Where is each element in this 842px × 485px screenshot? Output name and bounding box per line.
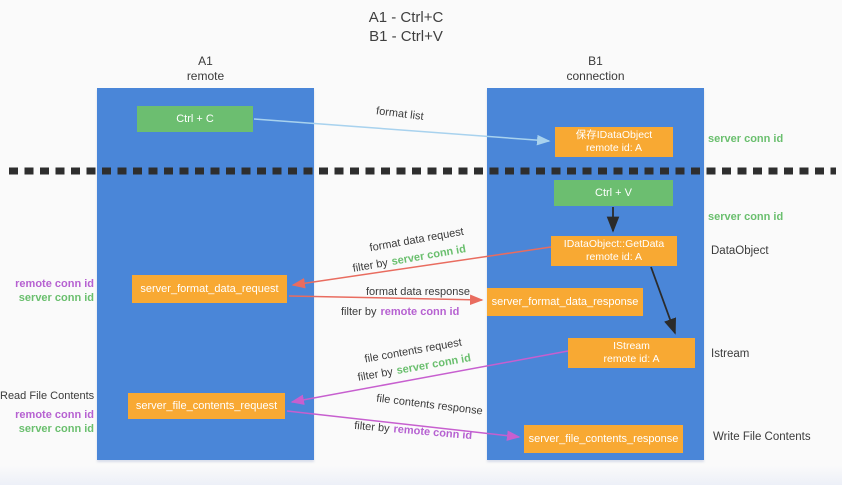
remote-conn-id-text: remote conn id xyxy=(393,423,473,443)
server-file-contents-response-node: server_file_contents_response xyxy=(524,425,683,453)
diagram-title: A1 - Ctrl+C B1 - Ctrl+V xyxy=(0,8,812,46)
conn-id-annotation-format: remote conn id server conn id xyxy=(0,278,94,305)
getdata-node: IDataObject::GetData remote id: A xyxy=(551,236,677,266)
server-file-contents-request-node: server_file_contents_request xyxy=(128,393,285,419)
filter-by-text: filter by xyxy=(341,306,377,318)
column-b1-id: B1 xyxy=(588,54,603,68)
istream-annotation: Istream xyxy=(711,348,750,360)
file-contents-response-label: file contents response xyxy=(376,393,484,418)
file-contents-response-text: file contents response xyxy=(375,392,484,418)
ctrl-c-node: Ctrl + C xyxy=(137,106,253,132)
filter-by-text: filter by xyxy=(353,419,391,435)
conn-id-annotation-file: remote conn id server conn id xyxy=(0,409,94,436)
remote-conn-id-text: remote conn id xyxy=(15,409,94,421)
format-list-text: format list xyxy=(375,105,425,123)
column-a1-id: A1 xyxy=(198,54,213,68)
server-format-data-request-label: server_format_data_request xyxy=(140,282,279,295)
ctrl-v-node: Ctrl + V xyxy=(554,180,673,206)
title-line-2: B1 - Ctrl+V xyxy=(369,28,443,45)
file-response-filter-label: filter by remote conn id xyxy=(354,420,473,442)
server-conn-id-annotation-1: server conn id xyxy=(708,133,784,145)
write-file-contents-annotation: Write File Contents xyxy=(713,431,811,443)
server-format-data-request-node: server_format_data_request xyxy=(132,275,287,303)
column-b1-subtitle: connection xyxy=(566,69,625,83)
format-list-label: format list xyxy=(375,105,424,123)
format-data-response-label: format data response xyxy=(366,286,470,298)
read-file-contents-annotation: Read File Contents xyxy=(0,390,95,402)
server-file-contents-response-label: server_file_contents_response xyxy=(528,432,679,445)
istream-line1: IStream xyxy=(613,340,650,352)
istream-node: IStream remote id: A xyxy=(568,338,695,368)
dataobject-annotation: DataObject xyxy=(711,245,769,257)
save-dataobject-line1: 保存IDataObject xyxy=(575,129,653,141)
save-dataobject-line2: remote id: A xyxy=(585,142,643,154)
format-data-response-text: format data response xyxy=(366,286,470,298)
filter-by-text: filter by xyxy=(356,365,394,384)
format-response-filter-label: filter by remote conn id xyxy=(341,306,459,318)
getdata-line1: IDataObject::GetData xyxy=(563,238,665,250)
server-format-data-response-label: server_format_data_response xyxy=(491,295,639,308)
server-conn-id-annotation-2: server conn id xyxy=(708,211,784,223)
istream-line2: remote id: A xyxy=(603,353,660,365)
ctrl-c-label: Ctrl + C xyxy=(176,112,214,125)
remote-conn-id-text: remote conn id xyxy=(380,306,460,318)
title-line-1: A1 - Ctrl+C xyxy=(368,9,444,26)
filter-by-text: filter by xyxy=(351,256,389,275)
server-format-data-response-node: server_format_data_response xyxy=(487,288,643,316)
column-header-b1: B1 connection xyxy=(487,54,704,84)
column-a1-subtitle: remote xyxy=(186,69,225,83)
save-dataobject-node: 保存IDataObject remote id: A xyxy=(555,127,673,157)
server-file-contents-request-label: server_file_contents_request xyxy=(135,399,278,412)
server-conn-id-text: server conn id xyxy=(18,422,94,435)
column-header-a1: A1 remote xyxy=(97,54,314,84)
server-conn-id-text: server conn id xyxy=(18,291,94,304)
remote-conn-id-text: remote conn id xyxy=(15,278,94,290)
ctrl-v-label: Ctrl + V xyxy=(595,186,632,199)
getdata-line2: remote id: A xyxy=(585,251,643,263)
